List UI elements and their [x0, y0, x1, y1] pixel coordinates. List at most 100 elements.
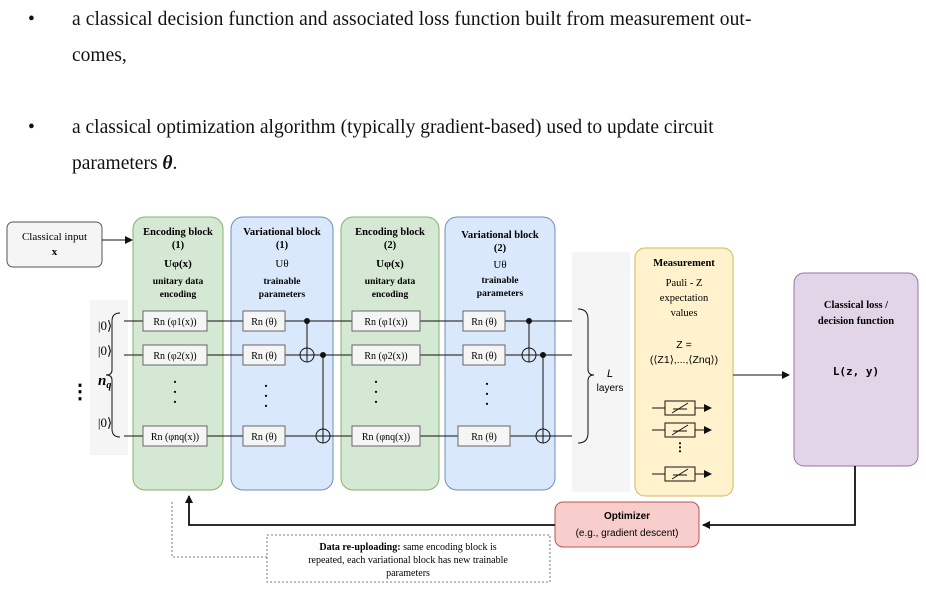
measurement-z2: (⟨Z1⟩,...,⟨Znq⟩)	[650, 354, 718, 366]
gate-label: Rn (θ)	[251, 351, 277, 362]
bullet-text: a classical optimization algorithm (typi…	[72, 110, 926, 146]
loss-title1: Classical loss /	[824, 300, 889, 311]
variational-1-title: Variational block	[243, 227, 321, 238]
vqc-figure: Classical input x Encoding block (1) Uφ(…	[6, 216, 919, 583]
qubit-ellipsis: ⋮	[70, 381, 90, 403]
qubit-label: |0⟩	[98, 415, 112, 430]
optimizer-block: Optimizer (e.g., gradient descent)	[554, 501, 700, 548]
bullet-continuation: comes,	[72, 38, 127, 74]
measurement-title: Measurement	[653, 258, 715, 269]
optimizer-desc: (e.g., gradient descent)	[576, 528, 679, 539]
gate-label: Rn (θ)	[471, 351, 497, 362]
optimizer-title: Optimizer	[604, 511, 650, 522]
encoding-1-desc1: unitary data	[153, 277, 204, 287]
variational-2-desc1: trainable	[482, 276, 519, 286]
layers-brace	[577, 308, 595, 444]
bullet-dot: •	[28, 117, 35, 138]
reupload-line2: repeated, each variational block has new…	[308, 555, 508, 566]
meter-icon	[652, 422, 712, 438]
loss-to-optimizer-arrow	[702, 466, 856, 529]
loss-formula: L(z, y)	[833, 365, 879, 378]
svg-text:.: .	[374, 372, 378, 387]
measurement-block: Measurement Pauli - Z expectation values…	[634, 247, 734, 497]
variational-1-desc2: parameters	[259, 290, 306, 300]
loss-title2: decision function	[818, 316, 894, 327]
gate-label: Rn (θ)	[471, 317, 497, 328]
reupload-line1: Data re-uploading: same encoding block i…	[319, 542, 496, 553]
gate-boxes	[142, 310, 511, 447]
gate-label: Rn (θ)	[251, 317, 277, 328]
classical-input-x: x	[52, 246, 58, 258]
reupload-line3: parameters	[386, 568, 430, 579]
reupload-note-box	[266, 534, 551, 583]
bullet-line: a classical optimization algorithm (typi…	[72, 117, 714, 138]
svg-text:.: .	[264, 396, 268, 411]
qubit-panel-bg	[90, 300, 128, 455]
svg-text:.: .	[173, 392, 177, 407]
encoding-2-index: (2)	[384, 240, 397, 251]
svg-text:.: .	[264, 386, 268, 401]
bullet-text: a classical decision function and associ…	[72, 2, 926, 38]
svg-text:.: .	[485, 374, 489, 389]
bullet-line: a classical decision function and associ…	[72, 9, 752, 30]
gate-label: Rn (φ1(x))	[153, 317, 196, 328]
meter-icon	[652, 400, 712, 416]
variational-1-desc1: trainable	[264, 277, 301, 287]
qubit-brace	[105, 312, 121, 438]
classical-input-label: Classical input	[22, 231, 87, 243]
variational-1-index: (1)	[276, 240, 289, 251]
reupload-bold: Data re-uploading:	[319, 542, 400, 553]
layers-panel-bg	[572, 252, 630, 492]
nq-sub: q	[106, 380, 111, 391]
reupload-text: same encoding block is	[401, 542, 497, 553]
measurement-line1: Pauli - Z	[666, 278, 703, 289]
svg-text:.: .	[485, 394, 489, 409]
bullet-line: comes,	[72, 45, 127, 66]
svg-text:.: .	[264, 376, 268, 391]
bullet-dot: •	[28, 9, 35, 30]
gate-label: Rn (φ1(x))	[364, 317, 407, 328]
qubit-label: |0⟩	[98, 318, 112, 333]
variational-2-index: (2)	[494, 243, 507, 254]
bullet-punct: .	[172, 153, 178, 174]
gate-label: Rn (θ)	[251, 432, 277, 443]
encoding-1-desc2: encoding	[160, 290, 197, 300]
svg-text:.: .	[374, 392, 378, 407]
variational-1-op: Uθ	[275, 258, 288, 270]
gate-ellipses: ... ... ... ...	[173, 372, 489, 411]
variational-2-desc2: parameters	[477, 289, 524, 299]
meter-icon	[652, 466, 712, 482]
gate-label: Rn (φ2(x))	[364, 351, 407, 362]
bullet-line: parameters	[72, 153, 163, 174]
cnot-gates	[299, 318, 551, 444]
variational-2-op: Uθ	[493, 259, 506, 271]
variational-2-title: Variational block	[461, 230, 539, 241]
nq-label: nq	[98, 373, 111, 391]
svg-text:.: .	[173, 382, 177, 397]
meter-ellipsis: ⋮	[674, 440, 686, 454]
qubit-label: |0⟩	[98, 343, 112, 358]
nq-main: n	[98, 373, 106, 389]
svg-text:.: .	[173, 372, 177, 387]
optimizer-feedback-arrow	[185, 495, 555, 526]
encoding-2-desc2: encoding	[372, 290, 409, 300]
encoding-1-title: Encoding block	[143, 227, 213, 238]
theta-symbol: θ	[162, 153, 173, 174]
layers-word: layers	[597, 383, 624, 394]
gate-label: Rn (φnq(x))	[362, 432, 410, 443]
layers-symbol: L	[607, 368, 613, 380]
reupload-connector	[171, 501, 267, 558]
encoding-1-op: Uφ(x)	[164, 258, 192, 270]
encoding-2-op: Uφ(x)	[376, 258, 404, 270]
gate-label: Rn (φnq(x))	[151, 432, 199, 443]
classical-input-box: Classical input x	[6, 221, 103, 268]
encoding-2-desc1: unitary data	[365, 277, 416, 287]
svg-text:.: .	[374, 382, 378, 397]
bullet-continuation: parameters θ.	[72, 146, 177, 182]
encoding-1-index: (1)	[172, 240, 185, 251]
gate-label: Rn (φ2(x))	[153, 351, 196, 362]
loss-block: Classical loss / decision function L(z, …	[793, 272, 919, 467]
measurement-line2: expectation	[660, 293, 709, 304]
measurement-z1: Z =	[676, 339, 691, 351]
svg-text:.: .	[485, 384, 489, 399]
